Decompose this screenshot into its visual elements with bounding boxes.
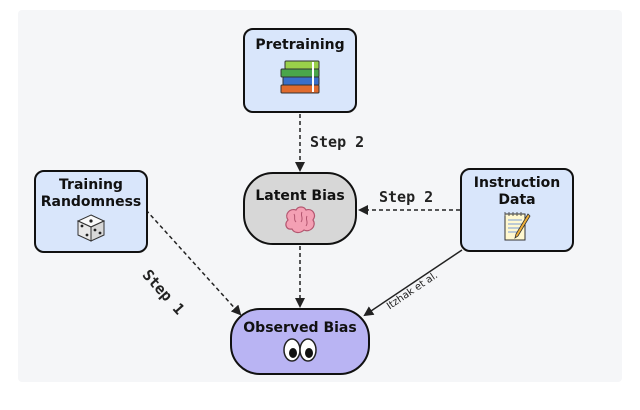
node-latent-bias: Latent Bias — [243, 172, 357, 245]
node-pretraining-label: Pretraining — [255, 37, 345, 53]
brain-icon — [285, 206, 316, 234]
edge-instruction-to-observed — [363, 249, 463, 317]
books-icon — [280, 60, 320, 94]
node-instruction-data-line2: Data — [498, 192, 536, 208]
edge-label-pretraining-step: Step 2 — [310, 133, 365, 151]
node-observed-bias: Observed Bias — [230, 308, 370, 375]
notepad-icon — [504, 212, 531, 241]
node-training-randomness-line1: Training — [59, 177, 123, 193]
node-training-randomness: Training Randomness — [34, 170, 148, 253]
eyes-icon — [283, 338, 317, 362]
node-latent-bias-label: Latent Bias — [255, 188, 345, 204]
node-instruction-data-line1: Instruction — [473, 175, 561, 191]
dice-icon — [76, 214, 106, 242]
node-observed-bias-label: Observed Bias — [243, 320, 357, 336]
edge-randomness-to-observed — [145, 209, 242, 316]
node-pretraining: Pretraining — [243, 28, 357, 113]
node-training-randomness-line2: Randomness — [40, 194, 142, 210]
edge-label-instruction-step: Step 2 — [379, 188, 434, 206]
node-instruction-data: Instruction Data — [460, 168, 574, 252]
